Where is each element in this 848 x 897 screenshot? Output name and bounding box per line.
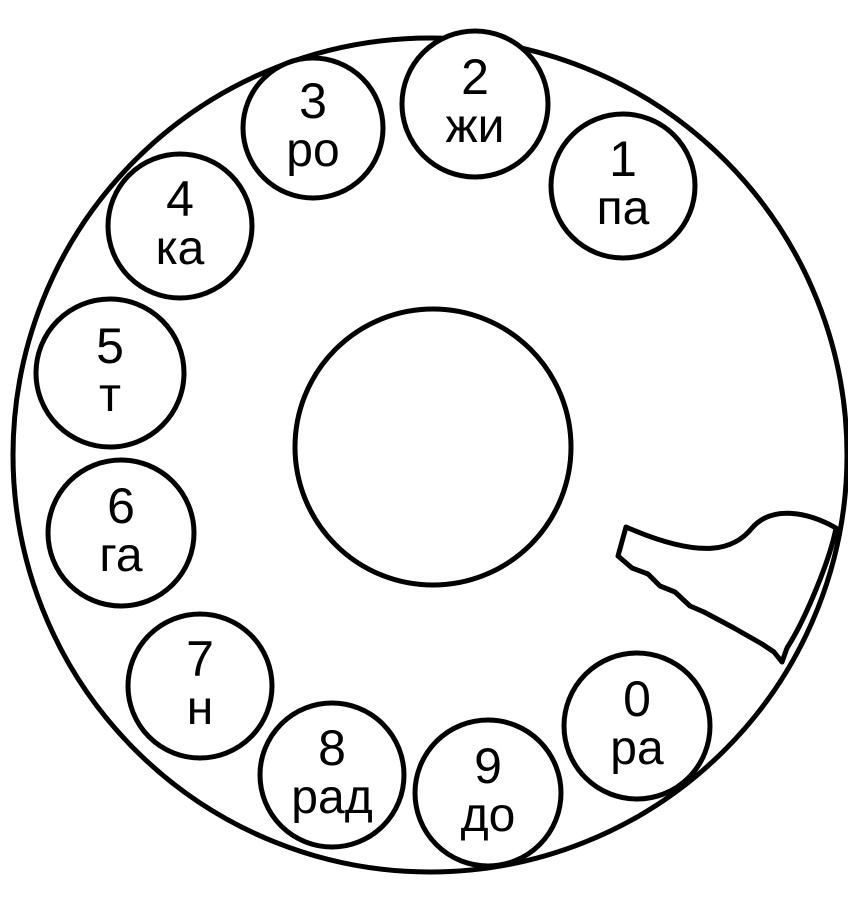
finger-hole-0: 0ра <box>564 653 710 799</box>
hole-digit: 5 <box>96 318 124 374</box>
hole-syllable: т <box>99 369 121 422</box>
hole-syllable: жи <box>446 100 505 153</box>
dial-center-circle <box>295 309 571 585</box>
finger-hole-9: 9до <box>415 720 561 866</box>
hole-digit: 1 <box>609 131 637 187</box>
hole-syllable: га <box>99 529 142 582</box>
hole-digit: 2 <box>461 49 489 105</box>
hole-digit: 8 <box>318 720 346 776</box>
hole-syllable: рад <box>291 771 372 824</box>
finger-hole-6: 6га <box>48 460 194 606</box>
hole-syllable: ра <box>610 722 664 775</box>
finger-hole-2: 2жи <box>402 31 548 177</box>
finger-hole-5: 5т <box>36 299 184 447</box>
hole-digit: 0 <box>623 671 651 727</box>
hole-syllable: ка <box>156 222 205 275</box>
finger-hole-7: 7н <box>128 614 272 758</box>
hole-digit: 9 <box>474 738 502 794</box>
hole-digit: 4 <box>166 171 194 227</box>
hole-syllable: ро <box>286 124 339 177</box>
finger-hole-3: 3ро <box>243 58 383 198</box>
hole-syllable: па <box>597 182 650 235</box>
hole-digit: 3 <box>299 73 327 129</box>
hole-digit: 7 <box>186 631 214 687</box>
finger-hole-1: 1па <box>551 114 695 258</box>
hole-syllable: до <box>461 789 516 842</box>
finger-hole-4: 4ка <box>108 154 252 298</box>
hole-digit: 6 <box>107 478 135 534</box>
hole-syllable: н <box>187 682 214 735</box>
